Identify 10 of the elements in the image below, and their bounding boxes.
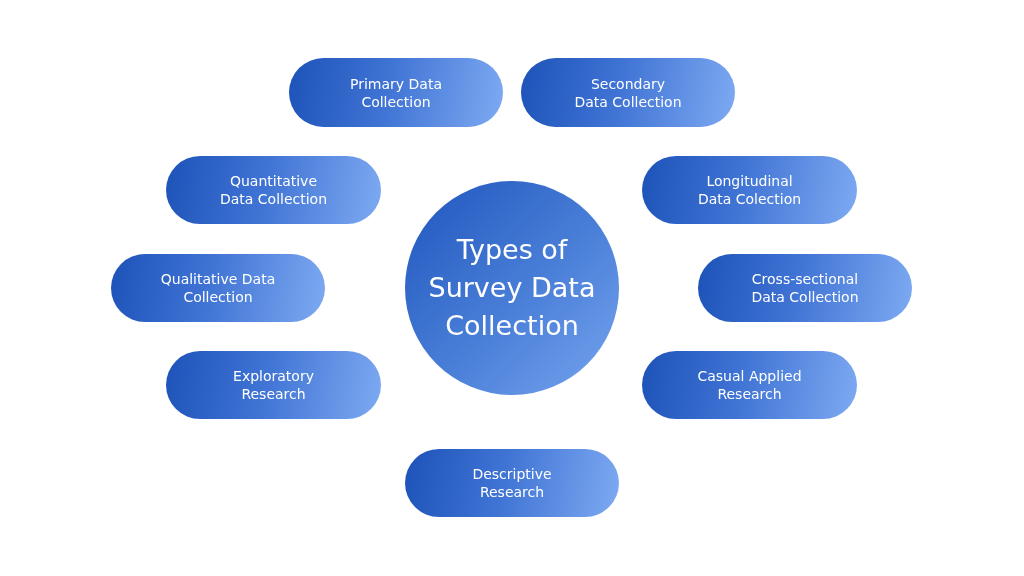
category-label: Descriptive Research (471, 465, 553, 501)
category-label: Cross-sectional Data Collection (750, 270, 860, 306)
category-label: Casual Applied Research (696, 367, 803, 403)
category-label: Exploratory Research (232, 367, 315, 403)
center-title: Types of Survey Data Collection (427, 233, 597, 343)
category-label: Secondary Data Collection (573, 74, 683, 111)
category-label: Qualitative Data Collection (159, 270, 277, 306)
category-label: Longitudinal Data Colection (696, 172, 803, 208)
category-label: Quantitative Data Collection (218, 172, 329, 208)
category-label: Primary Data Collection (349, 74, 443, 111)
